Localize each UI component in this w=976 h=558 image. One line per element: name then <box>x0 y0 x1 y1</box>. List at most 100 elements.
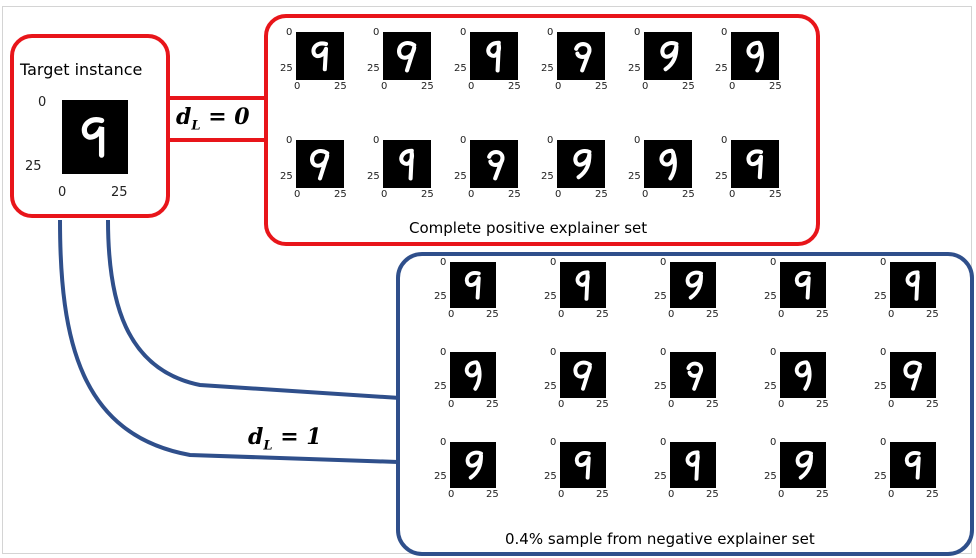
negative-tick-x-right: 25 <box>926 489 939 500</box>
positive-tick-y-top: 0 <box>286 27 293 38</box>
positive-tick-x-right: 25 <box>508 81 521 92</box>
negative-tick-y-top: 0 <box>440 347 447 358</box>
positive-tick-y-bottom: 25 <box>367 171 380 182</box>
digit-nine-icon <box>464 360 482 391</box>
positive-digit-image <box>644 32 692 80</box>
digit-nine-icon <box>487 150 505 181</box>
negative-tick-y-top: 0 <box>660 347 667 358</box>
negative-digit-image <box>450 262 496 308</box>
negative-tick-x-left: 0 <box>558 489 565 500</box>
negative-digit-image <box>560 442 606 488</box>
negative-tick-y-top: 0 <box>440 437 447 448</box>
positive-tick-x-left: 0 <box>729 189 736 200</box>
positive-tick-y-top: 0 <box>547 135 554 146</box>
positive-tick-y-top: 0 <box>373 27 380 38</box>
negative-tick-y-top: 0 <box>550 437 557 448</box>
negative-tick-y-top: 0 <box>440 257 447 268</box>
digit-nine-icon <box>574 42 592 73</box>
target-tick-y-top: 0 <box>38 95 47 110</box>
positive-edge-label: dL = 0 <box>176 104 250 134</box>
positive-tick-x-left: 0 <box>729 81 736 92</box>
positive-tick-x-right: 25 <box>508 189 521 200</box>
negative-tick-y-bottom: 25 <box>434 471 447 482</box>
positive-tick-y-top: 0 <box>721 135 728 146</box>
target-tick-y-bottom: 25 <box>25 159 42 174</box>
negative-tick-y-top: 0 <box>660 257 667 268</box>
positive-tick-x-right: 25 <box>334 189 347 200</box>
positive-digit-image <box>557 32 605 80</box>
negative-tick-y-bottom: 25 <box>764 381 777 392</box>
negative-tick-y-bottom: 25 <box>544 471 557 482</box>
negative-tick-x-left: 0 <box>558 399 565 410</box>
negative-digit-image <box>450 352 496 398</box>
negative-tick-x-left: 0 <box>668 399 675 410</box>
negative-tick-y-bottom: 25 <box>764 291 777 302</box>
digit-nine-icon <box>574 451 591 480</box>
negative-tick-x-right: 25 <box>816 399 829 410</box>
positive-caption: Complete positive explainer set <box>409 219 648 237</box>
negative-tick-y-top: 0 <box>770 347 777 358</box>
negative-tick-y-bottom: 25 <box>874 471 887 482</box>
positive-digit-image <box>296 32 344 80</box>
positive-tick-x-right: 25 <box>769 189 782 200</box>
positive-digit-image <box>731 140 779 188</box>
digit-nine-icon <box>903 360 922 391</box>
positive-tick-x-right: 25 <box>421 189 434 200</box>
negative-tick-x-left: 0 <box>448 309 455 320</box>
digit-nine-icon <box>686 361 704 391</box>
digit-nine-icon <box>746 40 764 73</box>
negative-tick-x-right: 25 <box>596 399 609 410</box>
negative-edge-label: dL = 1 <box>248 424 322 454</box>
positive-tick-y-bottom: 25 <box>715 171 728 182</box>
negative-tick-x-left: 0 <box>448 399 455 410</box>
positive-tick-y-bottom: 25 <box>541 63 554 74</box>
negative-tick-y-bottom: 25 <box>544 381 557 392</box>
digit-nine-icon <box>573 360 592 391</box>
positive-tick-x-left: 0 <box>468 189 475 200</box>
positive-digit-image <box>296 140 344 188</box>
negative-tick-x-right: 25 <box>816 489 829 500</box>
positive-tick-x-left: 0 <box>555 189 562 200</box>
negative-tick-x-left: 0 <box>888 489 895 500</box>
positive-digit-image <box>470 140 518 188</box>
target-digit-image <box>62 100 128 174</box>
digit-nine-icon <box>660 41 679 72</box>
digit-nine-icon <box>311 41 329 72</box>
digit-nine-icon <box>397 40 417 73</box>
negative-tick-y-top: 0 <box>550 347 557 358</box>
positive-tick-y-bottom: 25 <box>280 63 293 74</box>
negative-tick-x-right: 25 <box>596 309 609 320</box>
negative-connector-inner <box>106 219 401 400</box>
negative-tick-y-bottom: 25 <box>874 291 887 302</box>
positive-tick-x-left: 0 <box>381 189 388 200</box>
positive-tick-y-bottom: 25 <box>541 171 554 182</box>
positive-tick-y-bottom: 25 <box>367 63 380 74</box>
positive-tick-x-right: 25 <box>682 189 695 200</box>
digit-nine-icon <box>685 270 704 300</box>
negative-digit-image <box>890 262 936 308</box>
digit-nine-icon <box>685 450 700 481</box>
positive-tick-y-top: 0 <box>286 135 293 146</box>
negative-tick-y-top: 0 <box>770 257 777 268</box>
digit-nine-icon <box>794 271 811 300</box>
negative-digit-image <box>670 262 716 308</box>
negative-tick-y-top: 0 <box>880 347 887 358</box>
negative-digit-image <box>560 262 606 308</box>
negative-tick-x-left: 0 <box>888 399 895 410</box>
positive-tick-y-top: 0 <box>460 135 467 146</box>
digit-nine-icon <box>904 451 921 480</box>
digit-nine-icon <box>659 148 677 181</box>
negative-tick-x-right: 25 <box>706 489 719 500</box>
negative-tick-y-top: 0 <box>880 437 887 448</box>
positive-tick-y-top: 0 <box>634 27 641 38</box>
negative-tick-x-right: 25 <box>926 309 939 320</box>
negative-tick-x-left: 0 <box>778 309 785 320</box>
positive-digit-image <box>644 140 692 188</box>
negative-caption: 0.4% sample from negative explainer set <box>505 530 815 548</box>
negative-digit-image <box>450 442 496 488</box>
negative-tick-x-right: 25 <box>596 489 609 500</box>
negative-tick-x-left: 0 <box>778 489 785 500</box>
negative-tick-y-bottom: 25 <box>654 381 667 392</box>
positive-tick-x-left: 0 <box>468 81 475 92</box>
positive-digit-image <box>557 140 605 188</box>
